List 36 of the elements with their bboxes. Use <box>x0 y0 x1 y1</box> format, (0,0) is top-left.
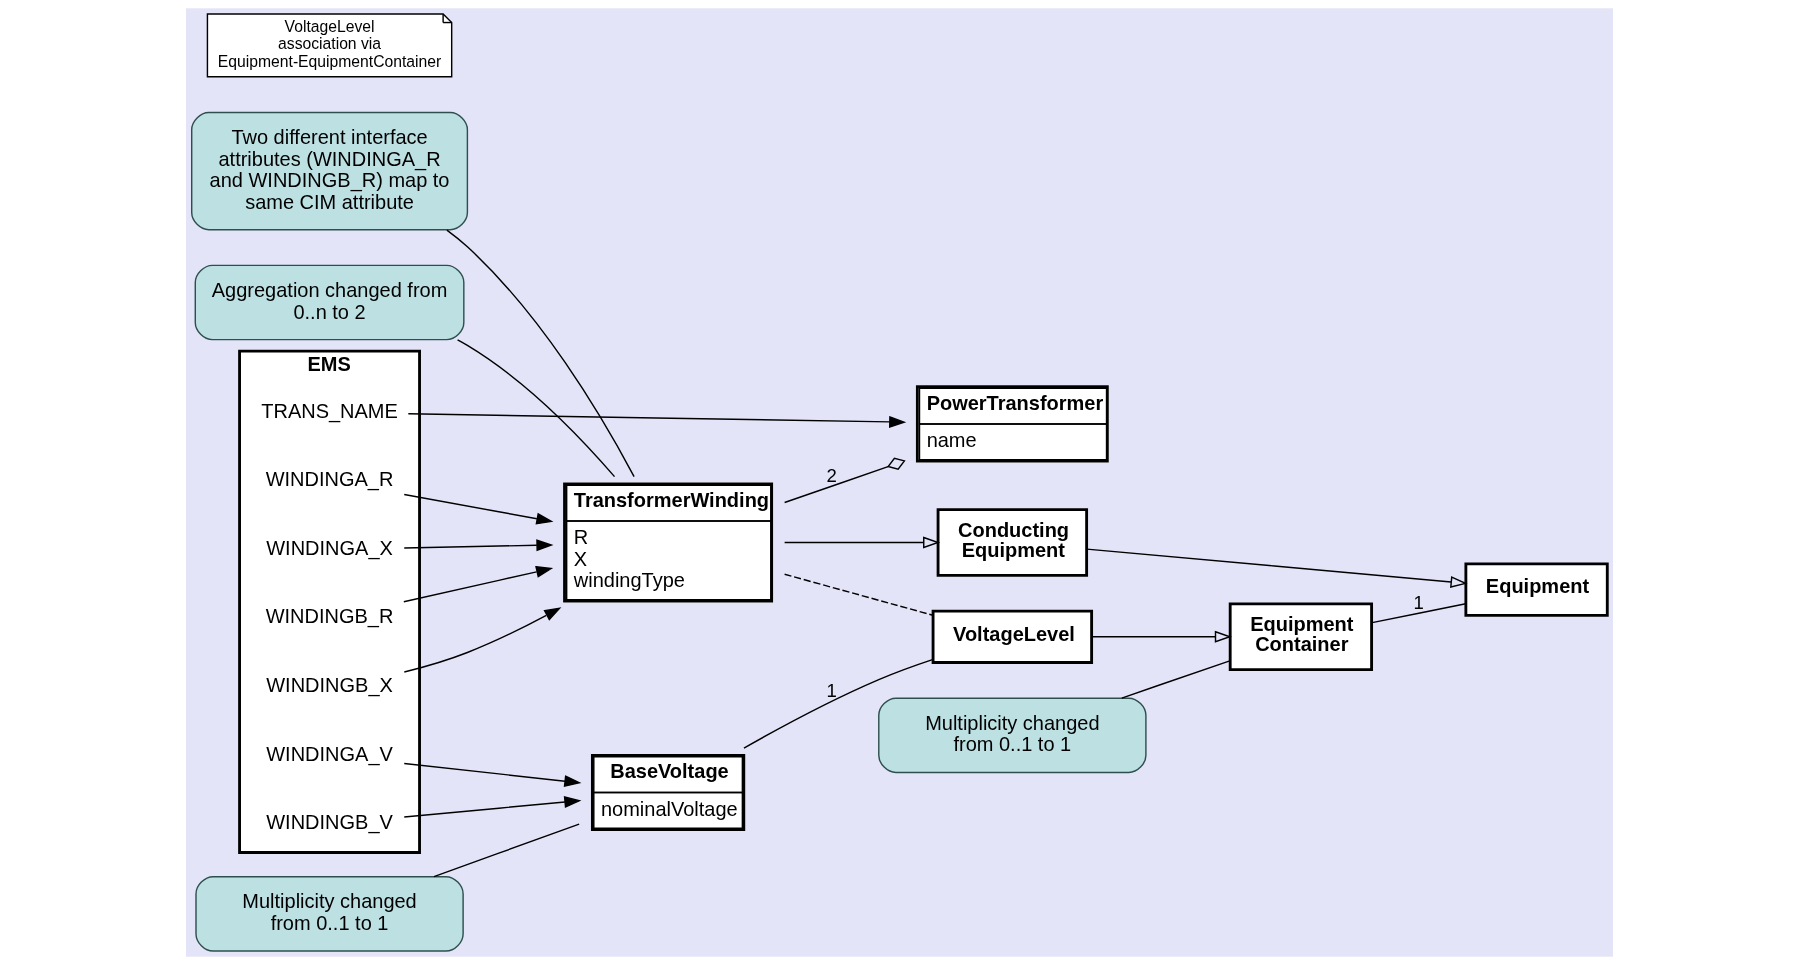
connector <box>456 339 616 478</box>
node-box: Equipment <box>1464 562 1609 617</box>
connector <box>433 823 580 878</box>
node-box: Equipment Container <box>1228 602 1374 672</box>
node-box: Multiplicity changed from 0..1 to 1 <box>195 876 464 952</box>
arrow <box>403 493 554 525</box>
node-text: WINDINGB_X <box>266 674 393 697</box>
edge-label: 1 <box>1413 591 1424 613</box>
node-text: WINDINGB_V <box>266 811 393 834</box>
arrow <box>1086 548 1468 588</box>
node-box: Multiplicity changed from 0..1 to 1 <box>878 697 1147 774</box>
arrow <box>783 536 941 549</box>
connector <box>446 229 635 478</box>
node-box: Two different interface attributes (WINDINGA_R and WINDINGB_R) map to same CIM attribute <box>191 111 469 231</box>
edge-label: 2 <box>826 464 837 486</box>
node-box: Aggregation changed from 0..n to 2 <box>194 264 465 341</box>
connector <box>783 573 934 616</box>
arrow <box>403 539 554 552</box>
arrow <box>403 762 582 788</box>
arrow <box>403 566 554 603</box>
arrow <box>1091 630 1232 643</box>
node-box: VoltageLevel <box>931 609 1094 664</box>
edge-label: 1 <box>826 680 837 702</box>
arrow <box>407 413 907 428</box>
node-text: WINDINGA_R <box>265 468 394 491</box>
arrow <box>403 607 562 673</box>
connector <box>1121 660 1231 699</box>
node-box: Conducting Equipment <box>936 508 1089 577</box>
connector <box>783 457 906 504</box>
connector <box>1371 602 1467 624</box>
arrow <box>403 796 582 818</box>
node-text: TRANS_NAME <box>261 399 398 422</box>
node-text: WINDINGB_R <box>265 605 394 628</box>
node-text: WINDINGA_V <box>266 742 393 765</box>
node-text: WINDINGA_X <box>266 536 393 559</box>
connector <box>743 658 934 749</box>
